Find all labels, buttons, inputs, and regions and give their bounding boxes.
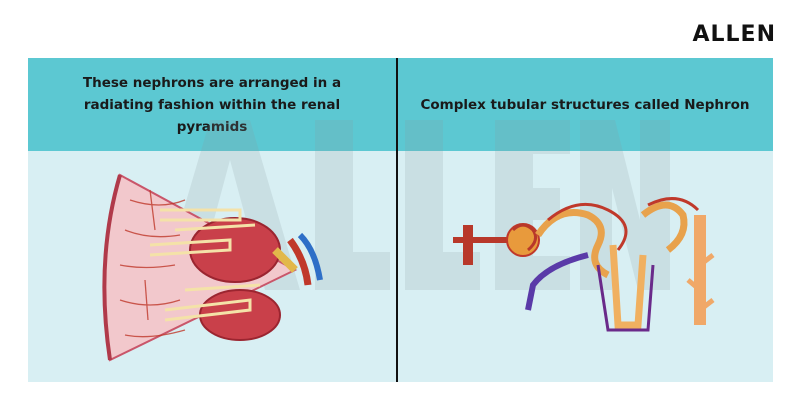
right-panel-caption: Complex tubular structures called Nephro…: [420, 96, 750, 113]
duct-branches: [686, 253, 715, 312]
distal-tubule: [640, 201, 688, 253]
allen-logo: ALLEN: [692, 22, 776, 47]
venule: [525, 252, 589, 311]
vasa-recta: [596, 264, 655, 332]
left-panel-caption: These nephrons are arranged in a radiati…: [82, 74, 342, 135]
cortex-edge: [102, 174, 122, 361]
peritubular-capillary: [547, 202, 628, 251]
panel-divider: [396, 58, 398, 382]
right-panel-header: Complex tubular structures called Nephro…: [397, 58, 773, 151]
nephron-loops: [149, 208, 261, 322]
renal-artery: [287, 237, 312, 286]
right-panel: Complex tubular structures called Nephro…: [397, 58, 773, 382]
left-panel-header: These nephrons are arranged in a radiati…: [28, 58, 396, 151]
renal-pyramid-illustration: [102, 173, 323, 362]
efferent-capillary: [647, 197, 700, 212]
proximal-tubule: [535, 209, 610, 279]
nephron-illustration: [453, 197, 715, 332]
glomerular-capillaries: [511, 223, 538, 252]
afferent-vessel: [463, 225, 473, 265]
loop-of-henle: [609, 244, 647, 329]
collecting-duct: [272, 247, 298, 273]
renal-vein: [297, 232, 323, 281]
comparison-panels: These nephrons are arranged in a radiati…: [28, 58, 773, 382]
